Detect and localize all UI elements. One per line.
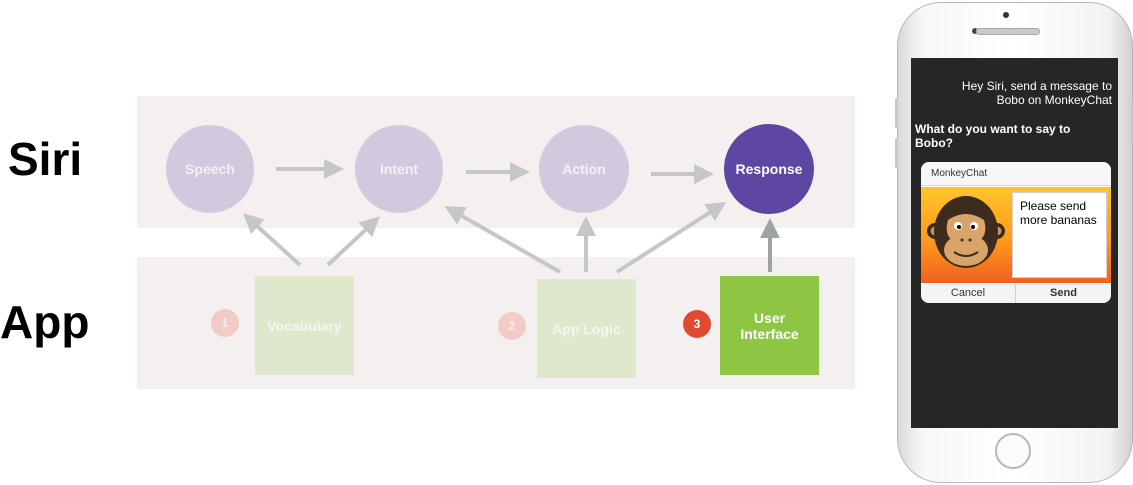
phone-screen: Hey Siri, send a message to Bobo on Monk… [911,58,1118,428]
user-query-text: Hey Siri, send a message to Bobo on Monk… [961,79,1112,107]
intent-node: Intent [355,125,443,213]
card-app-name: MonkeyChat [921,162,1111,186]
step-badge-1: 1 [211,309,239,337]
monkeychat-card: MonkeyChat Pl [921,162,1111,303]
action-node-label: Action [562,161,606,177]
app-logic-box: App Logic [537,279,636,378]
sensor-icon [972,28,978,34]
earpiece-speaker [976,28,1040,35]
step-badge-2: 2 [498,312,526,340]
flow-arrows [243,159,780,274]
app-row-label: App [0,296,90,348]
volume-button-2 [895,138,898,168]
arrow-logic-response [615,201,727,274]
home-button[interactable] [995,433,1031,469]
siri-row-label: Siri [8,133,83,185]
siri-question-text: What do you want to say to Bobo? [915,122,1071,150]
arrow-vocab-intent [326,216,380,267]
response-node: Response [724,124,814,214]
response-node-label: Response [735,161,803,177]
arrow-vocab-speech [243,213,302,267]
step-badge-3: 3 [683,310,711,338]
iphone-mockup: Hey Siri, send a message to Bobo on Monk… [895,2,1133,483]
arrow-logic-intent [444,206,561,274]
app-logic-box-label: App Logic [552,320,621,337]
action-node: Action [539,125,629,213]
power-button [1131,103,1133,143]
volume-button [895,98,898,128]
speech-node: Speech [166,125,254,213]
user-interface-box-label: User Interface [740,309,799,342]
vocabulary-box: Vocabulary [255,276,354,375]
message-input[interactable]: Please send more bananas [1012,192,1107,278]
monkey-face-icon [927,196,1005,268]
front-camera-icon [1003,12,1009,18]
speech-node-label: Speech [185,161,235,177]
intent-node-label: Intent [379,161,419,177]
user-interface-box: User Interface [720,276,819,375]
cancel-button[interactable]: Cancel [921,284,1016,303]
send-button[interactable]: Send [1016,284,1111,303]
vocabulary-box-label: Vocabulary [267,317,342,334]
card-body: Please send more bananas [921,187,1111,283]
